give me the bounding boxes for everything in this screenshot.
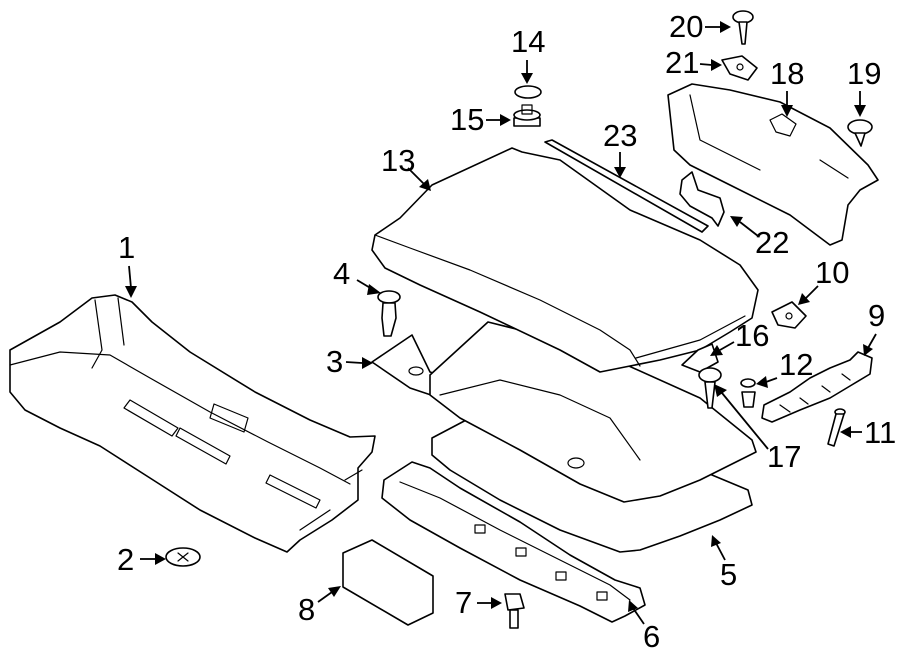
part-14-pad [514, 85, 542, 99]
callout-16: 16 [710, 318, 769, 356]
part-12-push-pin [740, 378, 756, 408]
callout-16-label: 16 [735, 318, 769, 353]
callout-12: 12 [756, 347, 813, 388]
part-6-sill-plate [381, 461, 646, 623]
callout-1: 1 [118, 230, 137, 298]
part-11-rivet [827, 408, 846, 447]
part-21-nut-clip [721, 55, 758, 81]
callout-13: 13 [381, 143, 431, 191]
part-7-bolt [504, 593, 525, 629]
callout-7-label: 7 [455, 585, 472, 620]
callout-20-label: 20 [669, 9, 703, 44]
callout-19: 19 [847, 56, 881, 117]
part-20-screw [732, 10, 754, 45]
part-10-nut-clip [771, 301, 807, 329]
callout-9: 9 [863, 298, 885, 356]
part-4-clip [377, 290, 401, 337]
callout-5-label: 5 [720, 557, 737, 592]
part-9-bracket-rail [761, 351, 873, 423]
callout-1-label: 1 [118, 230, 135, 265]
callout-21: 21 [665, 45, 722, 80]
callout-18-label: 18 [770, 56, 804, 91]
callout-22-label: 22 [755, 225, 789, 260]
callout-12-label: 12 [779, 347, 813, 382]
callout-15: 15 [450, 102, 511, 137]
part-23-strip [544, 139, 709, 233]
callout-23: 23 [603, 118, 637, 178]
callout-14-label: 14 [511, 24, 545, 59]
callout-14: 14 [511, 24, 545, 84]
callout-5: 5 [711, 535, 737, 592]
callout-3: 3 [326, 344, 373, 379]
callout-11-label: 11 [864, 415, 896, 450]
callout-18: 18 [770, 56, 804, 117]
callout-8-label: 8 [298, 592, 315, 627]
part-22-bracket [679, 171, 725, 227]
part-17-screw [698, 367, 722, 409]
callout-2: 2 [117, 542, 166, 577]
callout-9-label: 9 [868, 298, 885, 333]
callout-4-label: 4 [333, 256, 350, 291]
callout-4: 4 [333, 256, 381, 295]
part-19-push-clip [847, 119, 873, 147]
part-15-bumper [513, 104, 541, 127]
callout-22: 22 [730, 216, 789, 260]
callout-8: 8 [298, 586, 341, 627]
callout-17: 17 [714, 384, 801, 474]
callout-19-label: 19 [847, 56, 881, 91]
callout-21-label: 21 [665, 45, 699, 80]
part-13-package-tray [371, 147, 759, 373]
part-2-plug [165, 547, 201, 567]
callout-13-label: 13 [381, 143, 415, 178]
part-18-trim-cover [667, 83, 879, 246]
callout-10: 10 [798, 255, 849, 305]
callout-11: 11 [840, 415, 896, 450]
callout-6: 6 [628, 600, 660, 654]
part-8-block [342, 539, 434, 626]
callout-6-label: 6 [643, 619, 660, 654]
callout-2-label: 2 [117, 542, 134, 577]
callout-15-label: 15 [450, 102, 484, 137]
callout-7: 7 [455, 585, 502, 620]
callout-20: 20 [669, 9, 731, 44]
part-1-floor-trim-panel [9, 294, 376, 553]
callout-23-label: 23 [603, 118, 637, 153]
callout-10-label: 10 [815, 255, 849, 290]
callout-17-label: 17 [767, 439, 801, 474]
callout-3-label: 3 [326, 344, 343, 379]
